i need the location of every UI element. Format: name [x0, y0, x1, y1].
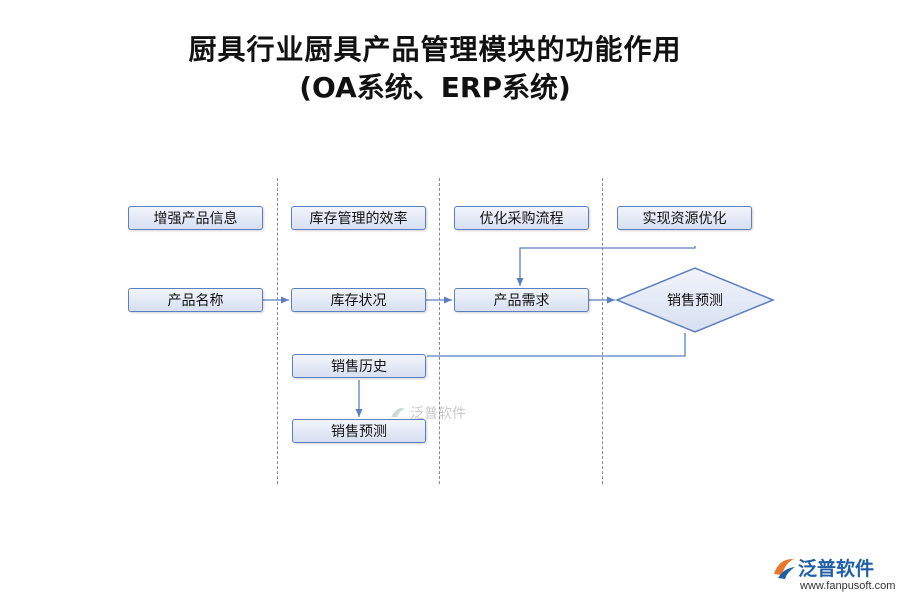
line-forecast-to-history [427, 333, 686, 357]
diagram-subtitle: (OA系统、ERP系统) [299, 71, 571, 104]
brand-logo: 泛普软件 www.fanpusoft.com [770, 554, 896, 594]
diagram-title: 厨具行业厨具产品管理模块的功能作用 [188, 33, 682, 66]
node-product-name: 产品名称 [128, 288, 263, 312]
lane-divider [602, 178, 603, 484]
watermark: 泛普软件 [388, 401, 478, 427]
node-product-demand: 产品需求 [454, 288, 589, 312]
watermark-logo-icon [391, 408, 405, 417]
node-sales-forecast-decision: 销售预测 [667, 293, 723, 309]
brand-logo-name: 泛普软件 [798, 558, 875, 580]
node-sales-history: 销售历史 [292, 354, 426, 378]
column-header-product-info: 增强产品信息 [128, 206, 263, 230]
column-header-resource-optimization: 实现资源优化 [617, 206, 752, 230]
brand-logo-icon [774, 558, 795, 579]
lane-divider [439, 178, 440, 484]
arrow-feedback-loop [516, 246, 696, 286]
decision-diamond [615, 267, 775, 333]
brand-logo-url: www.fanpusoft.com [800, 580, 896, 592]
node-sales-forecast: 销售预测 [292, 419, 426, 443]
lane-divider [277, 178, 278, 484]
column-header-procurement: 优化采购流程 [454, 206, 589, 230]
node-inventory-status: 库存状况 [291, 288, 426, 312]
column-header-inventory-efficiency: 库存管理的效率 [291, 206, 426, 230]
